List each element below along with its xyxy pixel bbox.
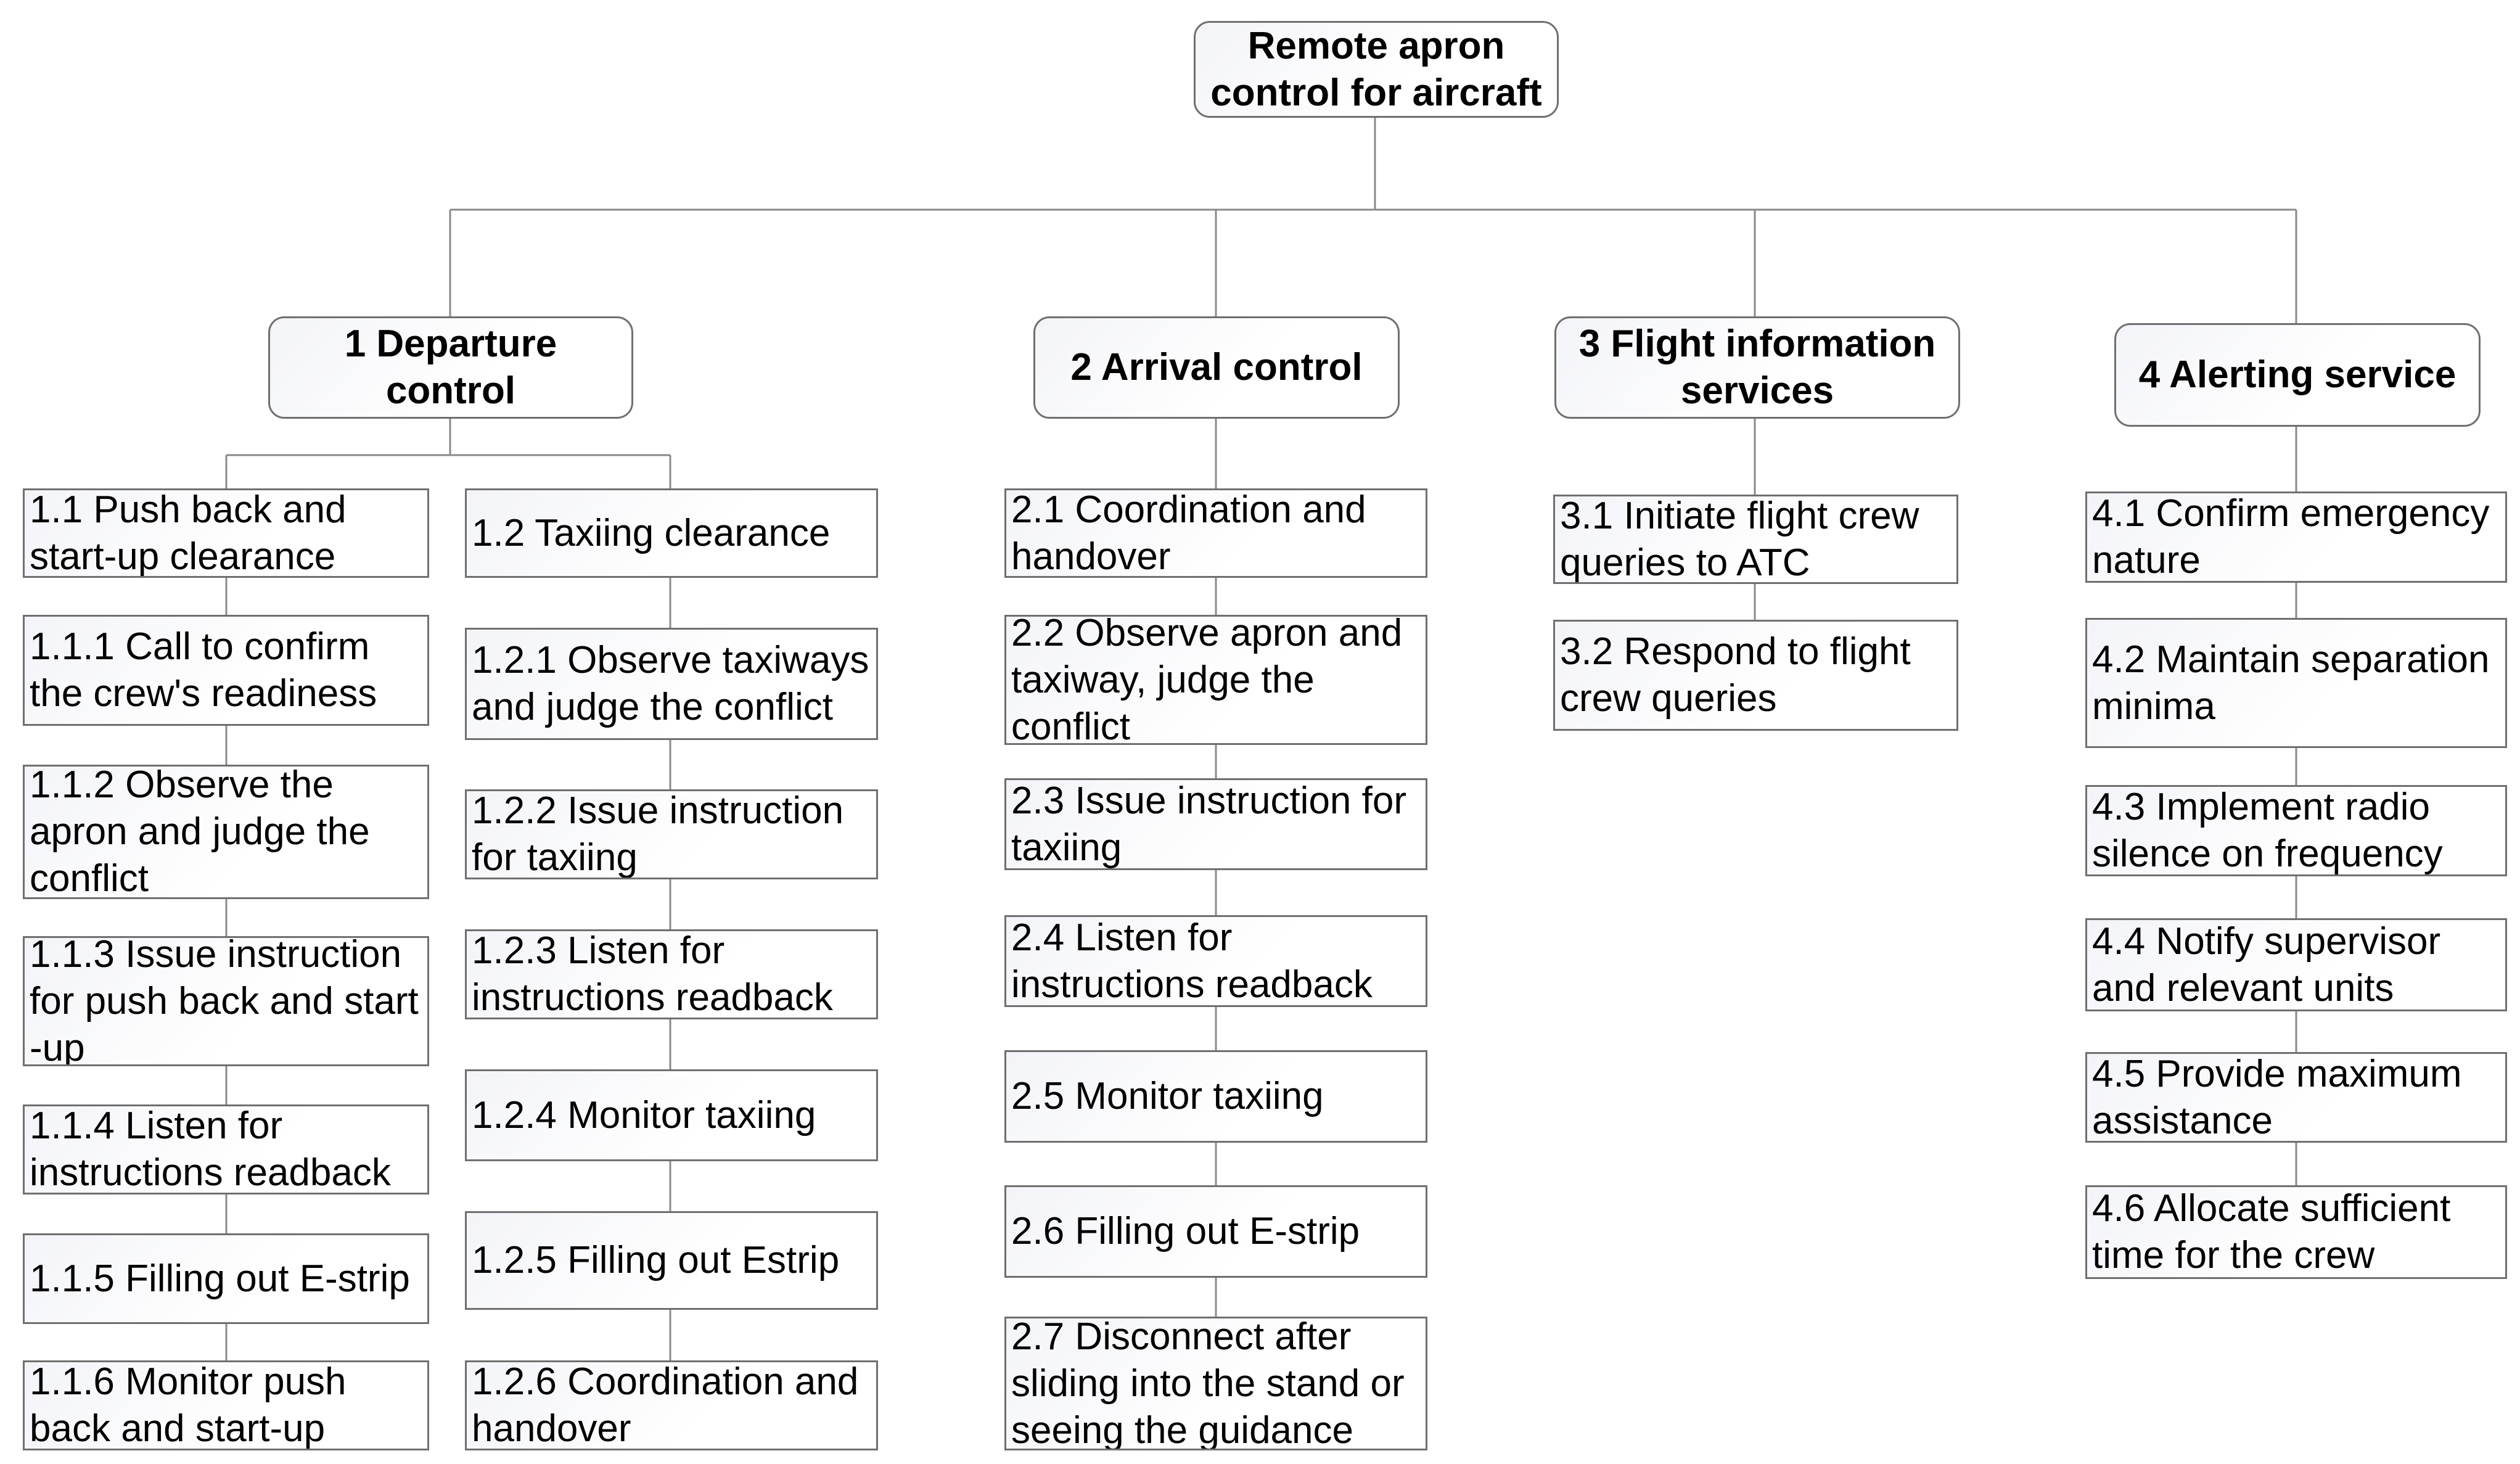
task-node-4-5: 4.5 Provide maximum assistance (2085, 1052, 2507, 1143)
task-node-2-1: 2.1 Coordination and handover (1004, 488, 1427, 578)
task-node-4-3: 4.3 Implement radio silence on frequency (2085, 785, 2507, 876)
node-label: 1.2.1 Observe taxiways and judge the con… (472, 639, 869, 728)
node-label: 4.6 Allocate sufficient time for the cre… (2092, 1187, 2451, 1277)
task-node-1-2-4: 1.2.4 Monitor taxiing (465, 1069, 878, 1161)
node-label: 1.1 Push back and start-up clearance (30, 488, 347, 578)
branch-node-label: 2 Arrival control (1070, 346, 1363, 389)
task-node-1-2-2: 1.2.2 Issue instruction for taxiing (465, 789, 878, 879)
task-node-1-1-5: 1.1.5 Filling out E-strip (23, 1233, 429, 1324)
node-label: 2.5 Monitor taxiing (1011, 1075, 1324, 1117)
branch-node-label: 1 Departure control (344, 323, 557, 412)
task-node-4-2: 4.2 Maintain separation minima (2085, 618, 2507, 748)
node-label: 4.5 Provide maximum assistance (2092, 1052, 2462, 1142)
node-label: 3.1 Initiate flight crew queries to ATC (1560, 495, 1919, 584)
task-node-4-6: 4.6 Allocate sufficient time for the cre… (2085, 1185, 2507, 1279)
task-node-1-1-1: 1.1.1 Call to confirm the crew's readine… (23, 615, 429, 726)
node-label: 1.2.4 Monitor taxiing (472, 1093, 816, 1137)
task-node-2-6: 2.6 Filling out E-strip (1004, 1185, 1427, 1278)
node-label: 4.2 Maintain separation minima (2092, 638, 2490, 728)
task-node-2-5: 2.5 Monitor taxiing (1004, 1050, 1427, 1143)
branch-node-alerting-service: 4 Alerting service (2114, 323, 2481, 427)
subgroup-node-push-back-clearance: 1.1 Push back and start-up clearance (23, 488, 429, 578)
task-node-1-2-5: 1.2.5 Filling out Estrip (465, 1211, 878, 1310)
node-label: 2.4 Listen for instructions readback (1011, 916, 1373, 1006)
node-label: 4.3 Implement radio silence on frequency (2092, 786, 2443, 875)
node-label: 2.1 Coordination and handover (1011, 488, 1366, 578)
node-label: 1.2.6 Coordination and handover (472, 1360, 859, 1450)
node-label: 2.7 Disconnect after sliding into the st… (1011, 1317, 1405, 1450)
task-node-3-2: 3.2 Respond to flight crew queries (1553, 620, 1958, 731)
task-node-2-7: 2.7 Disconnect after sliding into the st… (1004, 1317, 1427, 1450)
task-node-4-1: 4.1 Confirm emergency nature (2085, 491, 2507, 583)
task-node-1-2-1: 1.2.1 Observe taxiways and judge the con… (465, 628, 878, 740)
node-label: 4.4 Notify supervisor and relevant units (2092, 919, 2441, 1010)
node-label: 1.1.3 Issue instruction for push back an… (30, 936, 419, 1066)
task-node-1-1-3: 1.1.3 Issue instruction for push back an… (23, 936, 429, 1066)
task-node-1-2-6: 1.2.6 Coordination and handover (465, 1360, 878, 1450)
task-node-1-1-6: 1.1.6 Monitor push back and start-up (23, 1360, 429, 1450)
node-label: 1.1.5 Filling out E-strip (30, 1257, 410, 1300)
node-label: 1.2.2 Issue instruction for taxiing (472, 789, 844, 879)
branch-node-label: 3 Flight information services (1578, 323, 1936, 412)
node-label: 1.1.4 Listen for instructions readback (30, 1104, 391, 1194)
task-node-2-4: 2.4 Listen for instructions readback (1004, 915, 1427, 1007)
node-label: 1.1.6 Monitor push back and start-up (30, 1360, 347, 1450)
task-node-2-3: 2.3 Issue instruction for taxiing (1004, 778, 1427, 870)
node-label: 1.2.5 Filling out Estrip (472, 1239, 840, 1281)
node-label: 1.2 Taxiing clearance (472, 511, 831, 554)
node-label: 1.1.1 Call to confirm the crew's readine… (30, 625, 377, 715)
branch-node-arrival-control: 2 Arrival control (1033, 316, 1400, 419)
task-node-1-1-2: 1.1.2 Observe the apron and judge the co… (23, 765, 429, 899)
node-label: 1.2.3 Listen for instructions readback (472, 929, 833, 1019)
task-node-4-4: 4.4 Notify supervisor and relevant units (2085, 918, 2507, 1011)
branch-node-label: 4 Alerting service (2138, 353, 2456, 396)
task-node-2-2: 2.2 Observe apron and taxiway, judge the… (1004, 615, 1427, 745)
node-label: 2.6 Filling out E-strip (1011, 1210, 1360, 1252)
root-node-label: Remote apron control for aircraft (1210, 24, 1542, 114)
node-label: 3.2 Respond to flight crew queries (1560, 630, 1911, 720)
subgroup-node-taxiing-clearance: 1.2 Taxiing clearance (465, 488, 878, 578)
task-node-3-1: 3.1 Initiate flight crew queries to ATC (1553, 495, 1958, 584)
branch-node-flight-information-services: 3 Flight information services (1554, 316, 1960, 419)
node-label: 2.3 Issue instruction for taxiing (1011, 779, 1406, 869)
node-label: 2.2 Observe apron and taxiway, judge the… (1011, 615, 1403, 745)
task-node-1-1-4: 1.1.4 Listen for instructions readback (23, 1104, 429, 1195)
node-label: 4.1 Confirm emergency nature (2092, 492, 2490, 582)
root-node: Remote apron control for aircraft (1194, 21, 1559, 118)
task-node-1-2-3: 1.2.3 Listen for instructions readback (465, 929, 878, 1019)
node-label: 1.1.2 Observe the apron and judge the co… (30, 765, 370, 899)
branch-node-departure-control: 1 Departure control (268, 316, 633, 419)
